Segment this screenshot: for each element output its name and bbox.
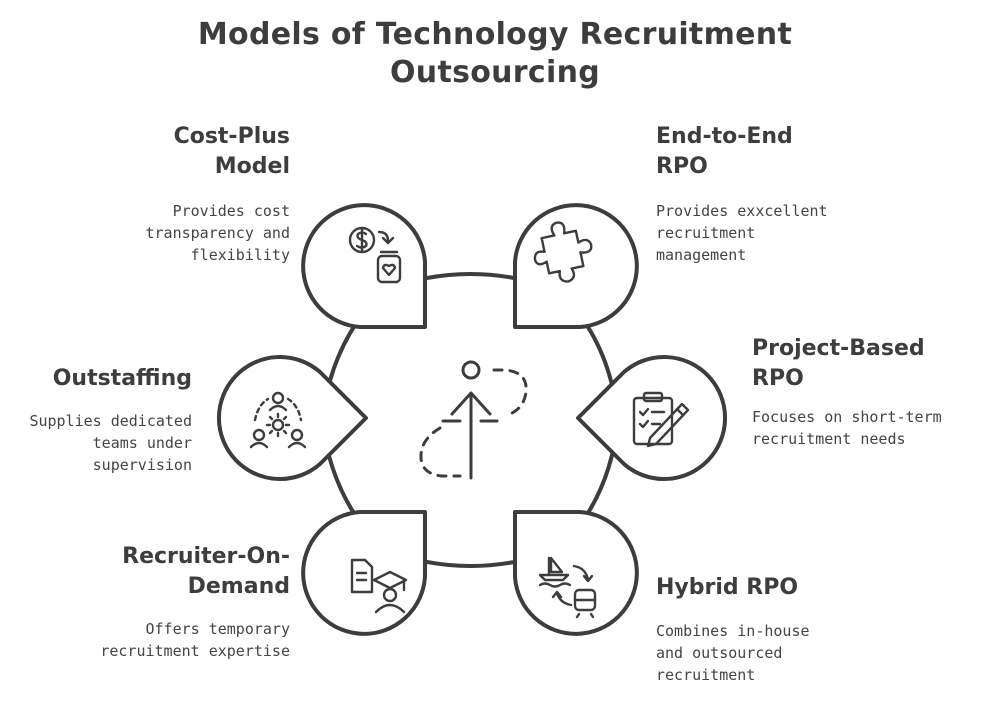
node-title-end-to-end: End-to-End RPO <box>656 122 856 182</box>
pin-end-to-end <box>513 203 639 329</box>
node-desc-hybrid: Combines in-house and outsourced recruit… <box>656 620 876 686</box>
node-desc-recruiter-on-demand: Offers temporary recruitment expertise <box>60 618 290 662</box>
node-title-line: RPO <box>752 366 804 391</box>
dollar-jar-icon <box>348 226 402 284</box>
node-title-hybrid: Hybrid RPO <box>656 573 856 603</box>
node-desc-line: Combines in-house <box>656 622 810 640</box>
growth-arrow-icon <box>419 360 528 480</box>
node-desc-end-to-end: Provides exxcellent recruitment manageme… <box>656 200 876 266</box>
node-desc-outstaffing: Supplies dedicated teams under supervisi… <box>10 410 192 476</box>
node-title-cost-plus: Cost-Plus Model <box>120 122 290 182</box>
clipboard-pencil-icon <box>632 391 690 448</box>
node-desc-line: teams under <box>92 434 192 452</box>
graduate-document-icon <box>350 558 408 614</box>
node-desc-line: Focuses on short-term <box>752 408 942 426</box>
team-gear-icon <box>249 391 307 449</box>
node-desc-line: recruitment expertise <box>100 642 290 660</box>
node-title-recruiter-on-demand: Recruiter-On- Demand <box>80 542 290 602</box>
node-title-outstaffing: Outstaffing <box>20 364 192 394</box>
node-title-line: Cost-Plus <box>173 124 290 149</box>
node-desc-project-based: Focuses on short-term recruitment needs <box>752 406 984 450</box>
pin-outstaffing <box>217 355 368 481</box>
node-title-line: Demand <box>187 574 290 599</box>
node-title-line: Outstaffing <box>52 366 192 391</box>
title-line-2: Outsourcing <box>389 55 601 90</box>
node-desc-line: Offers temporary <box>145 620 291 638</box>
node-title-line: End-to-End <box>656 124 793 149</box>
boat-train-icon <box>538 556 597 619</box>
node-desc-cost-plus: Provides cost transparency and flexibili… <box>90 200 291 266</box>
node-desc-line: recruitment <box>656 666 756 684</box>
node-title-line: Project-Based <box>752 336 925 361</box>
node-desc-line: recruitment <box>656 224 756 242</box>
node-desc-line: Provides cost <box>172 202 290 220</box>
node-desc-line: supervision <box>92 456 192 474</box>
pin-cost-plus <box>301 203 427 329</box>
node-title-line: Recruiter-On- <box>122 544 290 569</box>
page-title: Models of Technology Recruitment Outsour… <box>0 16 990 92</box>
node-desc-line: flexibility <box>190 246 290 264</box>
node-desc-line: management <box>656 246 747 264</box>
pin-project-based <box>576 355 727 481</box>
node-desc-line: recruitment needs <box>752 430 906 448</box>
puzzle-icon <box>533 221 593 283</box>
node-desc-line: Provides exxcellent <box>656 202 828 220</box>
title-line-1: Models of Technology Recruitment <box>197 17 793 52</box>
pin-hybrid <box>513 510 639 636</box>
node-desc-line: and outsourced <box>656 644 783 662</box>
node-title-line: Model <box>214 154 290 179</box>
node-title-project-based: Project-Based RPO <box>752 334 972 394</box>
node-title-line: RPO <box>656 154 708 179</box>
node-title-line: Hybrid RPO <box>656 575 799 600</box>
node-desc-line: Supplies dedicated <box>29 412 192 430</box>
node-desc-line: transparency and <box>145 224 291 242</box>
